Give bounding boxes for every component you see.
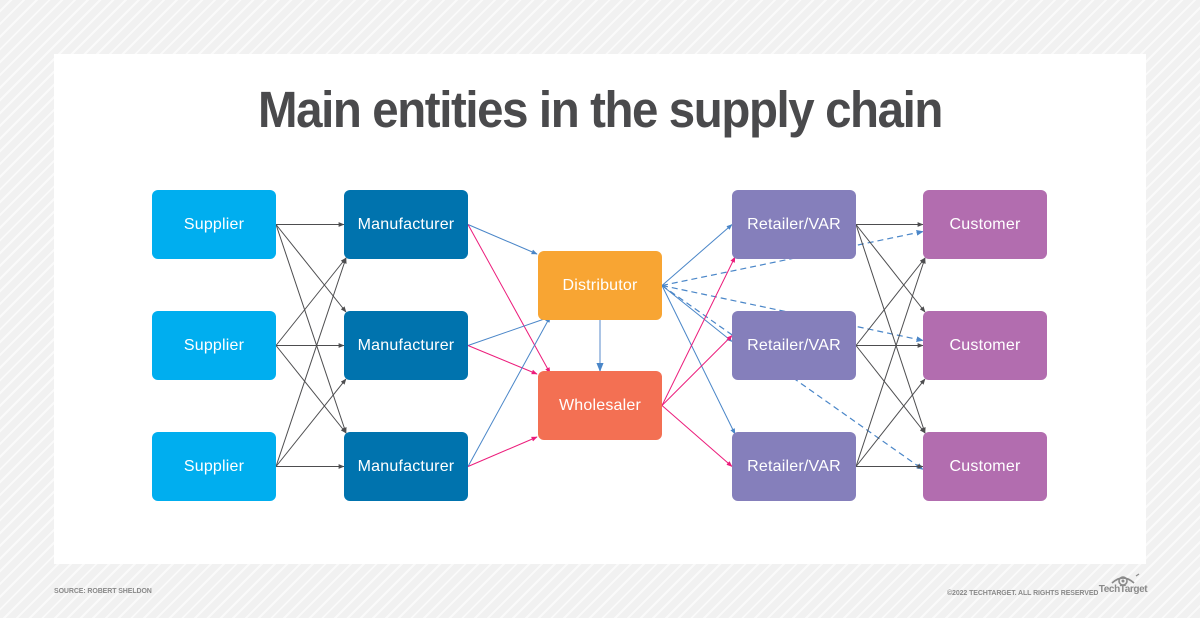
edge-d-to-r2 [661,285,733,342]
node-label: Manufacturer [357,457,455,475]
node-label: Manufacturer [357,336,455,354]
edge-s3-to-m2 [275,378,347,467]
retailer-node: Retailer/VAR [732,432,856,501]
edge-r3-to-c2 [855,378,926,467]
edge-r1-to-c2 [855,224,926,313]
edge-s1-to-m2 [275,224,347,313]
wholesaler-node: Wholesaler [538,371,662,440]
page-title: Main entities in the supply chain [258,81,943,138]
logo-text: TechTarget [1098,584,1148,595]
edge-m1-to-d [467,224,538,255]
retailer-node: Retailer/VAR [732,311,856,380]
edge-d-to-r3 [661,285,736,435]
edge-w-to-r1 [661,256,736,406]
edge-r1-to-c3 [855,224,926,434]
edge-m2-to-d [467,316,551,346]
customer-node: Customer [923,190,1047,259]
distributor-node: Distributor [538,251,662,320]
retailer-node: Retailer/VAR [732,190,856,259]
edge-w-to-r2 [661,335,733,406]
node-label: Retailer/VAR [747,215,841,233]
source-credit: SOURCE: ROBERT SHELDON [54,588,152,595]
node-label: Retailer/VAR [747,457,841,475]
supplier-node: Supplier [152,190,276,259]
customer-node: Customer [923,311,1047,380]
edge-m3-to-w [467,436,538,467]
node-label: Wholesaler [558,396,642,414]
edge-r2-to-c1 [855,257,926,346]
node-label: Retailer/VAR [747,336,841,354]
edge-m3-to-d [467,316,551,467]
node-label: Supplier [183,336,245,354]
copyright-notice: ©2022 TECHTARGET. ALL RIGHTS RESERVED [947,590,1099,597]
customer-node: Customer [923,432,1047,501]
edge-r2-to-c3 [855,345,926,434]
manufacturer-node: Manufacturer [344,432,468,501]
node-label: Manufacturer [357,215,455,233]
manufacturer-node: Manufacturer [344,311,468,380]
node-label: Distributor [562,276,638,294]
node-label: Supplier [183,215,245,233]
node-label: Customer [949,336,1021,354]
edge-s2-to-m1 [275,257,347,346]
edge-d-to-r1 [661,224,733,286]
edge-w-to-r3 [661,405,733,467]
supplier-node: Supplier [152,432,276,501]
node-label: Supplier [183,457,245,475]
supplier-node: Supplier [152,311,276,380]
edge-s1-to-m3 [275,224,347,434]
edge-group [275,222,926,470]
edge-s2-to-m3 [275,345,347,434]
node-label: Customer [949,215,1021,233]
manufacturer-node: Manufacturer [344,190,468,259]
node-label: Customer [949,457,1021,475]
techtarget-logo: TechTarget [1098,573,1148,599]
eye-icon [1111,573,1140,586]
edge-m1-to-w [467,224,551,374]
edge-m2-to-w [467,345,538,375]
edge-s3-to-m1 [275,257,347,467]
edge-r3-to-c1 [855,257,926,467]
